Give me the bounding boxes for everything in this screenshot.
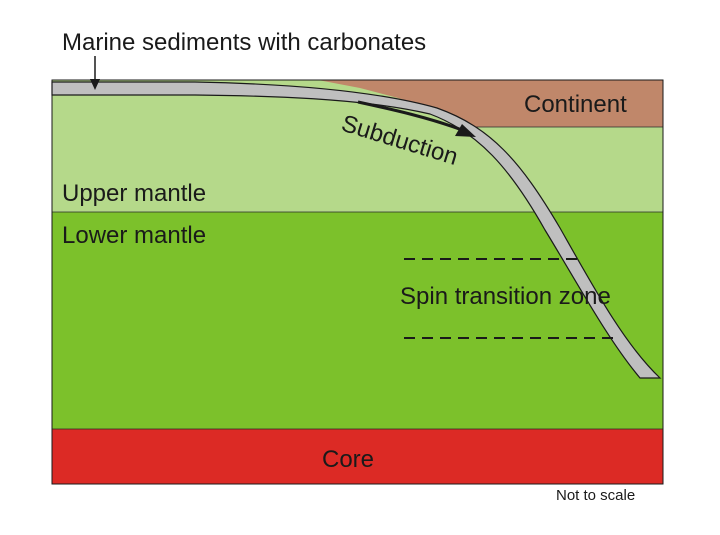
subduction-arrow [357,100,463,132]
core-layer [52,429,663,484]
sediment-pointer-arrowhead [90,79,100,90]
spin-transition-zone-label: Spin transition zone [400,283,611,310]
subducting-slab [51,81,662,379]
title-label: Marine sediments with carbonates [62,29,426,56]
not-to-scale-note: Not to scale [556,487,635,504]
continent-label: Continent [524,91,627,118]
core-label: Core [322,446,374,473]
lower-mantle-label: Lower mantle [62,222,206,249]
continent-block [318,80,663,127]
diagram-frame [51,79,664,485]
subduction-arrowhead [455,124,476,137]
upper-mantle-label: Upper mantle [62,180,206,207]
